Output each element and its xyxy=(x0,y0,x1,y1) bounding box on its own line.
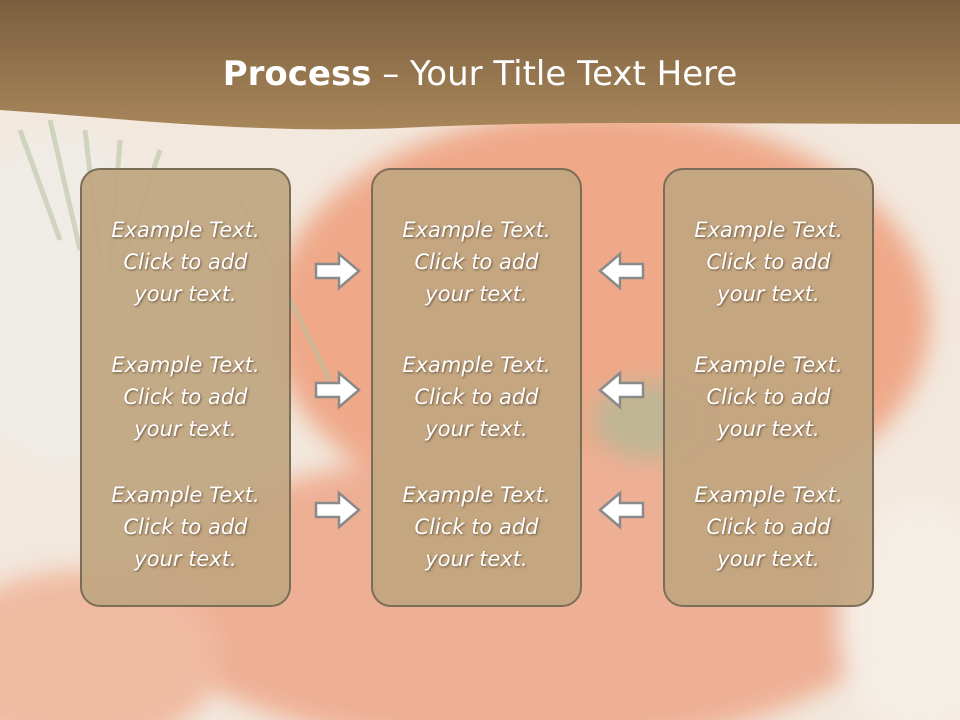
arrow-right-icon[interactable] xyxy=(314,370,362,410)
text-placeholder[interactable]: Example Text. Click to add your text. xyxy=(373,214,580,310)
text-line: your text. xyxy=(717,282,820,306)
text-line: Example Text. xyxy=(694,353,843,377)
arrow-left-icon[interactable] xyxy=(597,251,645,291)
text-line: Click to add xyxy=(123,515,248,539)
text-line: Example Text. xyxy=(111,483,260,507)
header-band xyxy=(0,0,960,130)
text-placeholder[interactable]: Example Text. Click to add your text. xyxy=(665,479,872,575)
title-rest: – Your Title Text Here xyxy=(371,54,738,94)
text-line: Click to add xyxy=(706,385,831,409)
text-line: Example Text. xyxy=(402,353,551,377)
text-line: Example Text. xyxy=(402,218,551,242)
text-placeholder[interactable]: Example Text. Click to add your text. xyxy=(373,479,580,575)
text-line: Click to add xyxy=(123,250,248,274)
text-line: Click to add xyxy=(414,385,539,409)
text-line: Example Text. xyxy=(694,483,843,507)
text-placeholder[interactable]: Example Text. Click to add your text. xyxy=(665,214,872,310)
text-placeholder[interactable]: Example Text. Click to add your text. xyxy=(82,479,289,575)
text-line: your text. xyxy=(717,417,820,441)
text-line: Click to add xyxy=(414,515,539,539)
text-line: Click to add xyxy=(414,250,539,274)
text-line: Click to add xyxy=(706,515,831,539)
text-line: your text. xyxy=(134,547,237,571)
text-line: your text. xyxy=(134,417,237,441)
text-line: Click to add xyxy=(706,250,831,274)
text-placeholder[interactable]: Example Text. Click to add your text. xyxy=(82,214,289,310)
text-placeholder[interactable]: Example Text. Click to add your text. xyxy=(373,349,580,445)
text-line: your text. xyxy=(425,282,528,306)
text-line: Example Text. xyxy=(111,353,260,377)
arrow-right-icon[interactable] xyxy=(314,490,362,530)
text-line: Click to add xyxy=(123,385,248,409)
process-panel-left: Example Text. Click to add your text. Ex… xyxy=(80,168,291,607)
text-line: your text. xyxy=(425,417,528,441)
text-line: your text. xyxy=(134,282,237,306)
text-line: Example Text. xyxy=(111,218,260,242)
title-strong: Process xyxy=(222,54,372,94)
arrow-left-icon[interactable] xyxy=(597,370,645,410)
text-placeholder[interactable]: Example Text. Click to add your text. xyxy=(665,349,872,445)
text-line: Example Text. xyxy=(402,483,551,507)
text-line: Example Text. xyxy=(694,218,843,242)
process-panel-center: Example Text. Click to add your text. Ex… xyxy=(371,168,582,607)
arrow-right-icon[interactable] xyxy=(314,251,362,291)
text-placeholder[interactable]: Example Text. Click to add your text. xyxy=(82,349,289,445)
text-line: your text. xyxy=(717,547,820,571)
text-line: your text. xyxy=(425,547,528,571)
arrow-left-icon[interactable] xyxy=(597,490,645,530)
slide-title[interactable]: Process – Your Title Text Here xyxy=(0,50,960,98)
process-panel-right: Example Text. Click to add your text. Ex… xyxy=(663,168,874,607)
